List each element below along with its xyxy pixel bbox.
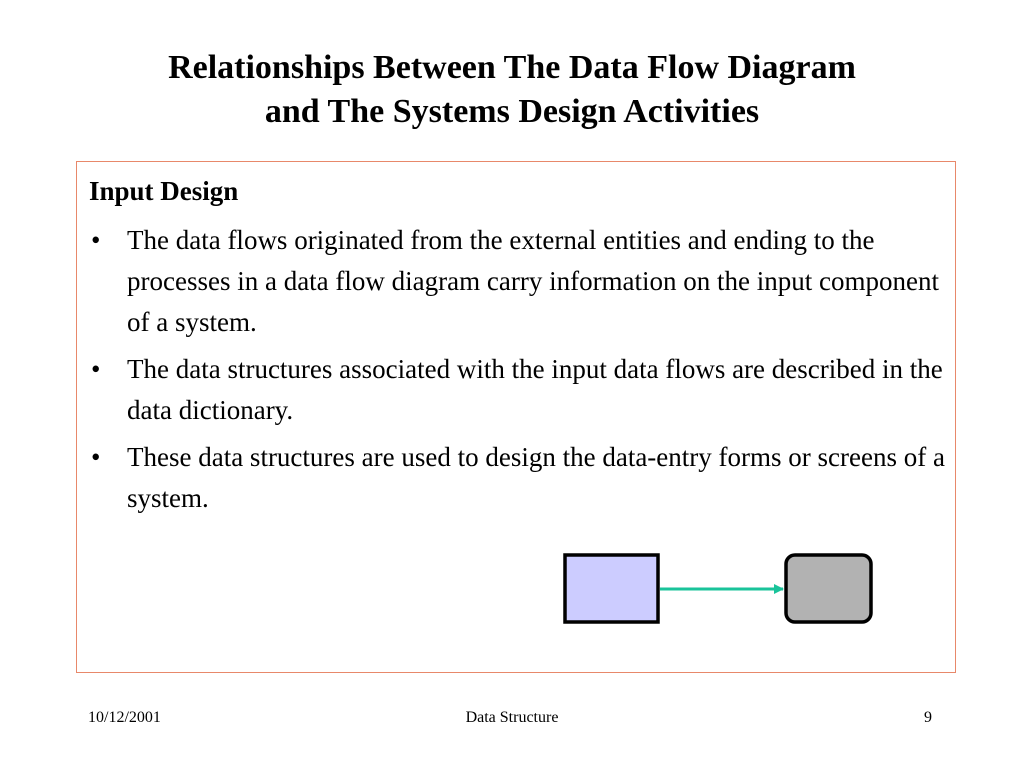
- bullet-dot-icon: •: [91, 442, 101, 472]
- footer-page-number: 9: [924, 709, 932, 726]
- bullet-text: The data structures associated with the …: [127, 354, 943, 425]
- footer-date: 10/12/2001: [88, 709, 161, 726]
- bullet-dot-icon: •: [91, 354, 101, 384]
- bullet-text: The data flows originated from the exter…: [127, 225, 940, 337]
- slide-title: Relationships Between The Data Flow Diag…: [60, 46, 964, 134]
- slide-title-line-2: and The Systems Design Activities: [264, 93, 760, 130]
- bullet-text: These data structures are used to design…: [127, 442, 945, 513]
- bullet-item: • These data structures are used to desi…: [87, 437, 947, 519]
- content-box: Input Design • The data flows originated…: [76, 161, 956, 673]
- bullet-item: • The data structures associated with th…: [87, 349, 947, 431]
- process-box: [784, 553, 873, 624]
- slide-title-line-1: Relationships Between The Data Flow Diag…: [168, 49, 856, 86]
- section-heading: Input Design: [89, 176, 239, 206]
- bullet-list: • The data flows originated from the ext…: [87, 220, 947, 525]
- bullet-item: • The data flows originated from the ext…: [87, 220, 947, 343]
- external-entity-box: [563, 553, 660, 624]
- bullet-dot-icon: •: [91, 225, 101, 255]
- footer-course-name: Data Structure: [465, 709, 559, 726]
